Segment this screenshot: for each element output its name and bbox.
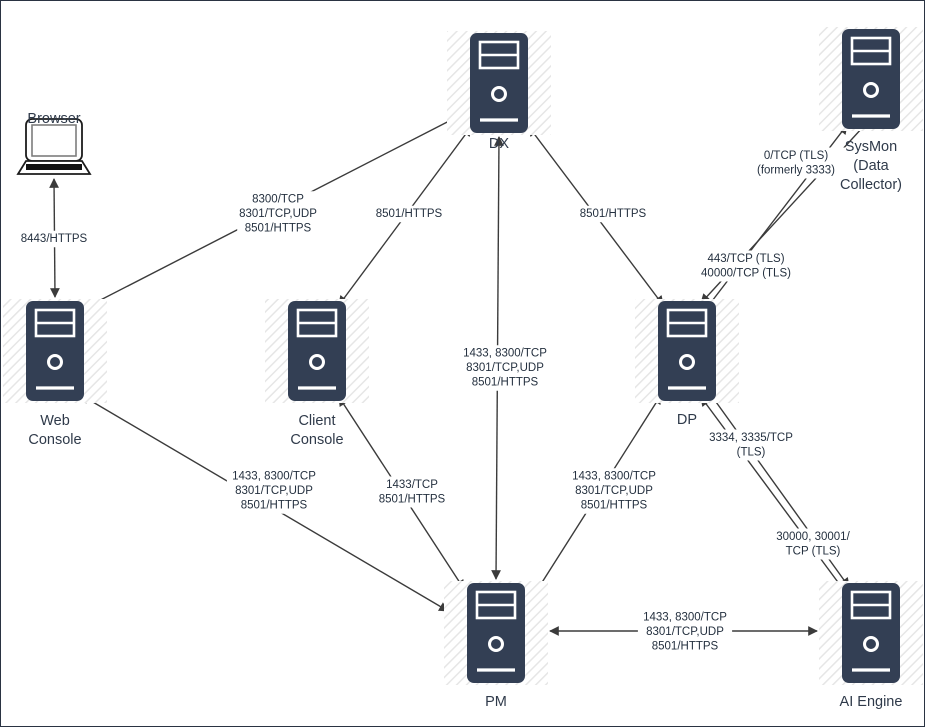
power-button-icon	[491, 86, 507, 102]
node-ai-engine[interactable]	[819, 581, 923, 685]
edge-label-plate-client-console-dx	[374, 205, 444, 223]
power-button-icon	[863, 636, 879, 652]
edge-label-sysmon-dp: 443/TCP (TLS)40000/TCP (TLS)	[701, 253, 791, 280]
edge-label-plate-web-console-dx	[237, 191, 319, 237]
edge-label-plate-dp-sysmon	[745, 147, 847, 179]
laptop-keyboard	[26, 164, 82, 170]
node-label-pm: PM	[485, 694, 507, 710]
node-label-browser: Browser	[27, 111, 80, 127]
edge-label-dp-sysmon: 0/TCP (TLS)(formerly 3333)	[757, 150, 835, 177]
node-label-dp: DP	[677, 412, 697, 428]
node-pm[interactable]	[444, 581, 548, 685]
power-button-icon	[679, 354, 695, 370]
server-chassis	[842, 29, 900, 129]
laptop-screen	[31, 124, 77, 157]
edge-label-plate-ai-engine-dp	[703, 429, 799, 461]
server-chassis	[26, 301, 84, 401]
node-web-console[interactable]	[3, 299, 107, 403]
power-button-icon	[488, 636, 504, 652]
edge-ai-engine-dp	[700, 396, 844, 590]
edge-label-dp-dx: 8501/HTTPS	[580, 208, 647, 220]
node-browser[interactable]	[16, 118, 92, 175]
edge-label-ai-engine-dp: 3334, 3335/TCP(TLS)	[709, 432, 793, 459]
edge-label-plate-pm-ai-engine	[637, 609, 733, 655]
edge-label-plate-dp-ai-engine	[769, 528, 857, 560]
node-client-console[interactable]	[265, 299, 369, 403]
node-label-dx: DX	[489, 136, 509, 152]
edge-label-browser-web-console: 8443/HTTPS	[21, 233, 88, 245]
power-button-icon	[863, 82, 879, 98]
edge-label-plate-browser-web-console	[19, 230, 89, 248]
edge-label-plate-pm-dx	[457, 345, 553, 391]
edge-label-plate-dp-dx	[578, 205, 648, 223]
edge-label-plate-dp-pm	[566, 468, 662, 514]
edge-label-client-console-dx: 8501/HTTPS	[376, 208, 443, 220]
edge-label-dp-ai-engine: 30000, 30001/TCP (TLS)	[776, 531, 850, 558]
server-chassis	[467, 583, 525, 683]
node-dp[interactable]	[635, 299, 739, 403]
server-chassis	[470, 33, 528, 133]
power-button-icon	[309, 354, 325, 370]
edge-label-plate-client-console-pm	[377, 476, 447, 508]
power-button-icon	[47, 354, 63, 370]
node-label-ai-engine: AI Engine	[840, 694, 903, 710]
node-sysmon[interactable]	[819, 27, 923, 131]
node-dx[interactable]	[447, 31, 551, 135]
server-chassis	[842, 583, 900, 683]
server-chassis	[288, 301, 346, 401]
server-chassis	[658, 301, 716, 401]
edge-label-plate-sysmon-dp	[695, 250, 797, 282]
edge-label-plate-web-console-pm	[226, 468, 322, 514]
